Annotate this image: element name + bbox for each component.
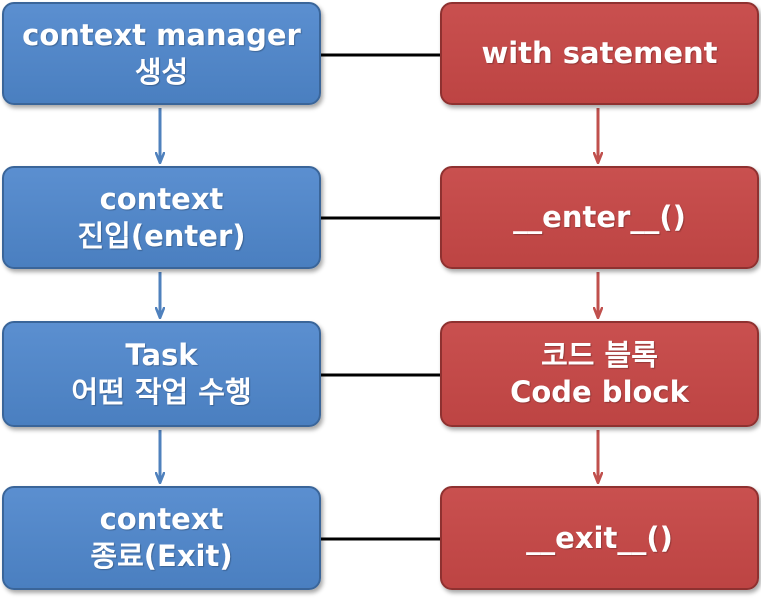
box-context-exit: context 종료(Exit): [2, 486, 321, 590]
box-label-line1: context: [99, 181, 224, 216]
box-label-line1: __enter__(): [513, 200, 686, 234]
box-code-block: 코드 블록 Code block: [440, 321, 759, 427]
box-enter-method: __enter__(): [440, 166, 759, 269]
box-label-line2: 어떤 작업 수행: [71, 375, 252, 409]
box-label-line2: 생성: [134, 54, 189, 89]
box-label-line1: 코드 블록: [541, 338, 658, 372]
box-label-line1: context: [99, 502, 224, 536]
box-exit-method: __exit__(): [440, 486, 759, 590]
box-label-line2: Code block: [510, 375, 689, 409]
box-with-statement: with satement: [440, 2, 759, 105]
box-context-manager-create: context manager 생성: [2, 2, 321, 105]
box-task-perform: Task 어떤 작업 수행: [2, 321, 321, 427]
box-label-line2: 종료(Exit): [90, 539, 233, 573]
box-label-line1: context manager: [22, 17, 301, 52]
box-label-line1: with satement: [481, 36, 718, 70]
box-label-line1: Task: [125, 338, 198, 372]
box-context-enter: context 진입(enter): [2, 166, 321, 269]
box-label-line1: __exit__(): [526, 520, 673, 555]
box-label-line2: 진입(enter): [77, 218, 246, 253]
